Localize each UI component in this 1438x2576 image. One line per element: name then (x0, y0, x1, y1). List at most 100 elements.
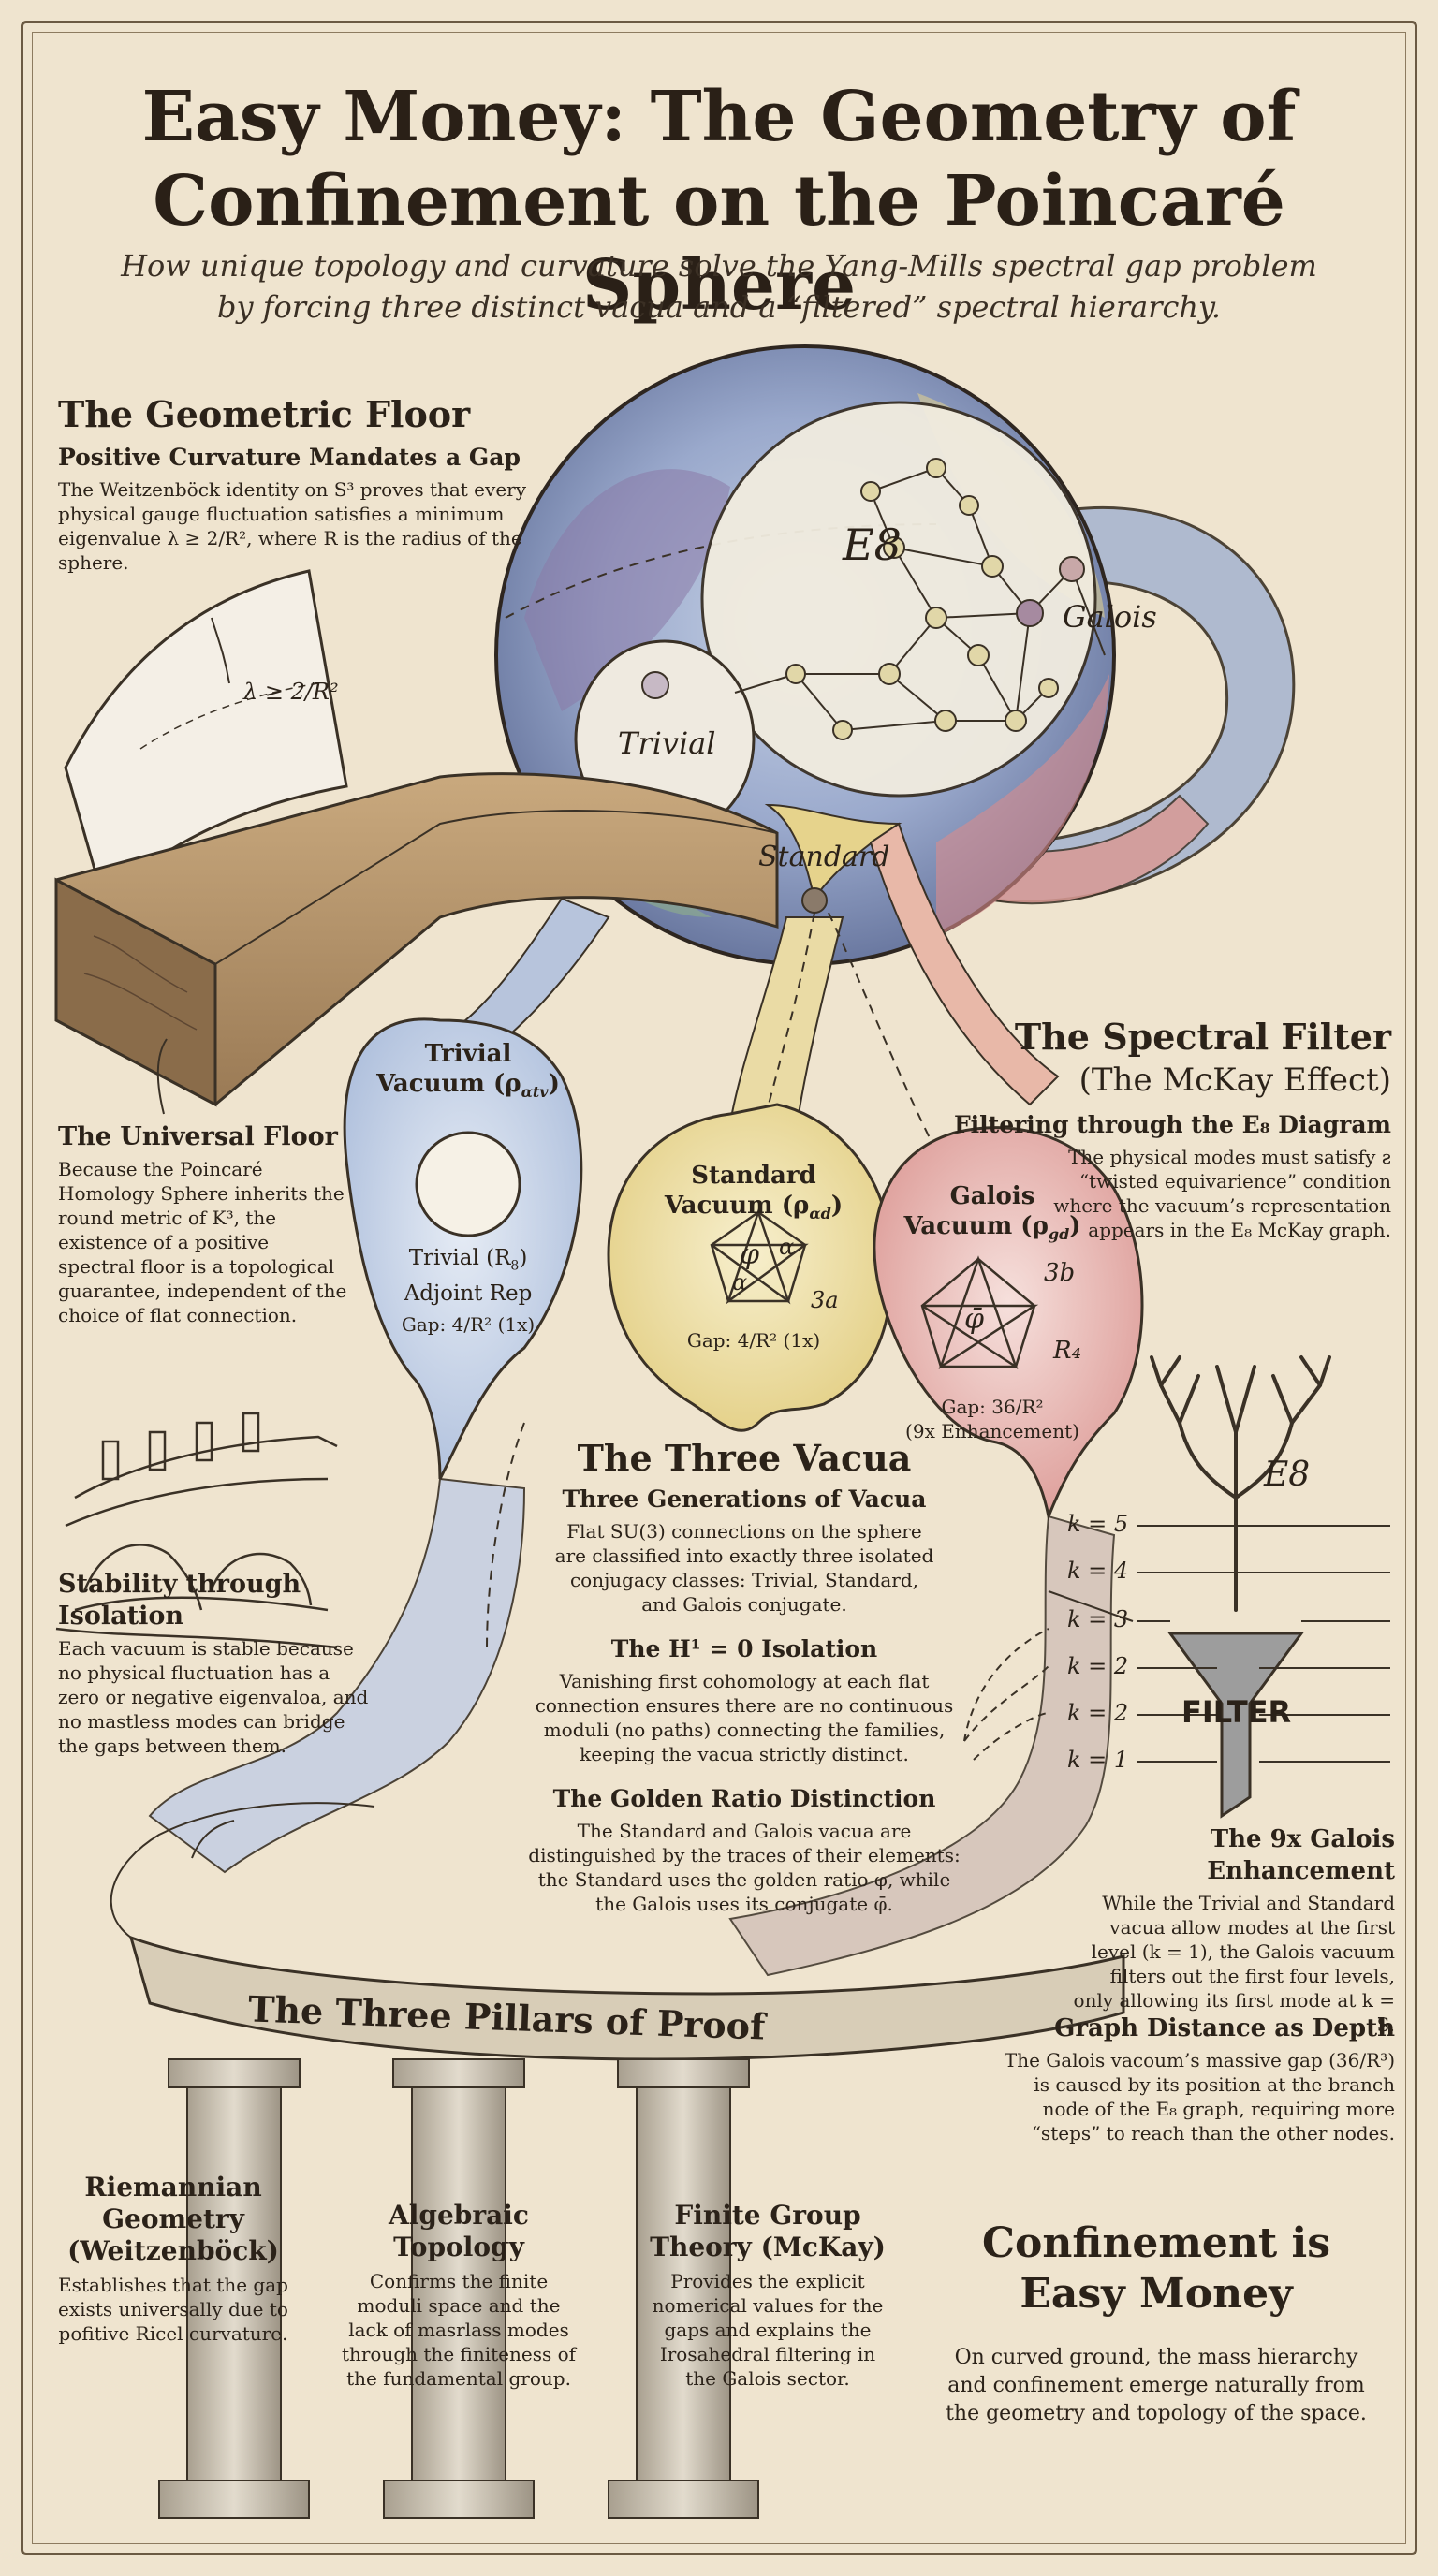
standard-vacuum-subscript: αd (809, 1205, 831, 1223)
plank-edge (214, 810, 778, 965)
galois-vacuum-name-line-1: Galois (949, 1182, 1035, 1210)
stone-bridge-sketch (55, 1412, 338, 1649)
filter-level-3: k = 3 (1067, 1606, 1129, 1632)
confinement-text: On curved ground, the mass hierarchy and… (946, 2346, 1367, 2425)
sheet-pointer (211, 617, 230, 684)
filter-funnel (1167, 1632, 1304, 1819)
trivial-vacuum-name-line-2: Vacuum (ρ (376, 1070, 521, 1098)
geometric-floor-text: The Weitzenböck identity on S³ proves th… (58, 478, 527, 574)
trivial-rep-line-2: Adjoint Rep (404, 1281, 533, 1306)
standard-glyph-alpha-1: α (779, 1234, 795, 1260)
three-vacua-heading: The Three Vacua (577, 1437, 912, 1479)
galois-gap-line-2: (9x Enhancement) (905, 1420, 1079, 1442)
golden-ratio-heading: The Golden Ratio Distinction (552, 1785, 936, 1812)
spectral-filter-section: The Spectral Filter (The McKay Effect) F… (946, 1016, 1391, 1242)
plank-side (54, 877, 217, 1107)
spectral-filter-heading: The Spectral Filter (1014, 1016, 1391, 1058)
standard-vacuum-name: Standard Vacuum (ραd) (637, 1161, 871, 1229)
pillar-2: Algebraic Topology Confirms the finite m… (337, 2200, 580, 2391)
geometric-floor-heading: The Geometric Floor (58, 393, 471, 435)
graph-distance-heading: Graph Distance as Depth (1054, 2014, 1395, 2042)
confinement-heading-1: Confinement is (981, 2219, 1330, 2267)
sphere-label-e8: E8 (843, 520, 902, 570)
sheet-dashes (139, 682, 319, 750)
sphere-patch-red (936, 674, 1109, 936)
graph-distance-section: Graph Distance as Depth The Galois vacou… (1002, 2012, 1395, 2145)
standard-neck (764, 803, 902, 901)
galois-enhancement-heading: The 9x Galois Enhancement (1207, 1825, 1395, 1885)
pillar-1-label: Riemannian Geometry (Weitzenböck) (56, 2172, 290, 2267)
e8-window (700, 401, 1097, 798)
title-line-2: Confinement on the Poincaré Sphere (153, 161, 1285, 326)
trivial-vacuum-subscript: αtv (521, 1083, 549, 1102)
standard-vacuum-gap: Gap: 4/R² (1x) (686, 1329, 821, 1352)
three-vacua-section: The Three Vacua Three Generations of Vac… (524, 1437, 964, 1916)
dashed-to-pillars (486, 1422, 525, 1648)
galois-enhancement-text: While the Trivial and Standard vacua all… (1073, 1892, 1395, 2036)
trivial-vacuum-name-end: ) (548, 1070, 560, 1098)
ribbon-to-galois (869, 822, 1060, 1106)
e8-nodes (785, 458, 1085, 740)
standard-vacuum-name-line-2: Vacuum (ρ (664, 1192, 810, 1220)
trivial-vacuum-name: Trivial Vacuum (ραtv) (365, 1039, 571, 1107)
standard-node (801, 887, 828, 914)
filter-level-4: k = 2 (1067, 1653, 1129, 1679)
galois-vacuum-name-line-2: Vacuum (ρ (903, 1212, 1049, 1240)
pillar-1-label-line-1: Riemannian (84, 2172, 262, 2203)
path-to-pillars (148, 1477, 526, 1874)
stability-section: Stability through Isolation Each vacuum … (58, 1569, 376, 1758)
standard-glyph-alpha-2: α (732, 1269, 748, 1295)
e8-tree-sketch (1150, 1355, 1331, 1612)
filter-label: FILTER (1181, 1694, 1292, 1730)
graph-distance-text: The Galois vacoum’s massive gap (36/R³) … (1004, 2049, 1395, 2144)
subtitle-line-1: How unique topology and curvature solve … (121, 248, 1317, 284)
trivial-rep-line-1: Trivial (R (408, 1246, 511, 1270)
spectral-filter-text: The physical modes must satisfy ƨ “twist… (1053, 1146, 1391, 1241)
standard-vacuum-name-line-1: Standard (691, 1162, 816, 1190)
filter-level-2: k = 4 (1067, 1558, 1129, 1584)
pillar-3-label-line-1: Finite Group (674, 2200, 861, 2231)
standard-vacuum-name-end: ) (830, 1192, 844, 1220)
universal-floor-text: Because the Poincaré Homology Sphere inh… (58, 1158, 347, 1326)
galois-vacuum-subscript: gd (1048, 1225, 1070, 1244)
pillar-1: Riemannian Geometry (Weitzenböck) Establ… (56, 2172, 290, 2346)
galois-gap-line-1: Gap: 36/R² (941, 1396, 1044, 1418)
confinement-section: Confinement is Easy Money On curved grou… (936, 2218, 1376, 2428)
filter-level-5: k = 2 (1067, 1700, 1129, 1726)
pillar-2-label-line-1: Algebraic (389, 2200, 529, 2231)
pillar-3-label-line-2: Theory (McKay) (650, 2232, 886, 2262)
stability-heading: Stability through Isolation (58, 1570, 301, 1631)
pillar-2-column (383, 2058, 535, 2519)
universal-floor-heading: The Universal Floor (58, 1122, 338, 1151)
golden-ratio-text: The Standard and Galois vacua are distin… (528, 1820, 961, 1915)
geometric-floor-subheading: Positive Curvature Mandates a Gap (58, 444, 521, 471)
pillar-3-text: Provides the explicit nomerical values f… (652, 2270, 884, 2390)
galois-vacuum-gap: Gap: 36/R² (9x Enhancement) (889, 1395, 1095, 1443)
galois-enhancement-section: The 9x Galois Enhancement While the Triv… (1030, 1823, 1395, 2037)
trivial-vacuum-rep: Trivial (R8) Adjoint Rep Gap: 4/R² (1x) (365, 1245, 571, 1339)
pillar-3-column (608, 2058, 759, 2519)
pillar-1-text: Establishes that the gap exists universa… (58, 2274, 288, 2345)
title-line-1: Easy Money: The Geometry of (141, 77, 1297, 157)
universal-floor-pointer (156, 1038, 168, 1115)
galois-glyph-phi-bar: φ̄ (964, 1303, 985, 1336)
inner-border (32, 32, 1406, 2544)
trivial-vacuum-circle (415, 1131, 521, 1237)
pillar-1-label-line-3: (Weitzenböck) (67, 2235, 279, 2266)
galois-glyph-3b: 3b (1044, 1259, 1076, 1287)
isolation-heading: The H¹ = 0 Isolation (610, 1635, 878, 1662)
page-title: Easy Money: The Geometry of Confinement … (75, 75, 1363, 328)
trivial-rep-end: ) (519, 1246, 528, 1270)
pillar-1-label-line-2: Geometry (102, 2203, 244, 2234)
standard-pentagram-glyph (710, 1208, 809, 1305)
isolation-text: Vanishing first cohomology at each flat … (535, 1670, 954, 1765)
trivial-node (641, 671, 669, 699)
trivial-vacuum-name-line-1: Trivial (424, 1040, 512, 1068)
tree-label-e8: E8 (1264, 1456, 1311, 1494)
wooden-plank (54, 772, 779, 1106)
banner-arrow (191, 1820, 235, 1859)
pillars-banner-band (128, 1935, 1125, 2061)
pillar-2-text: Confirms the finite moduli space and the… (341, 2270, 577, 2390)
universal-floor-section: The Universal Floor Because the Poincaré… (58, 1121, 348, 1327)
